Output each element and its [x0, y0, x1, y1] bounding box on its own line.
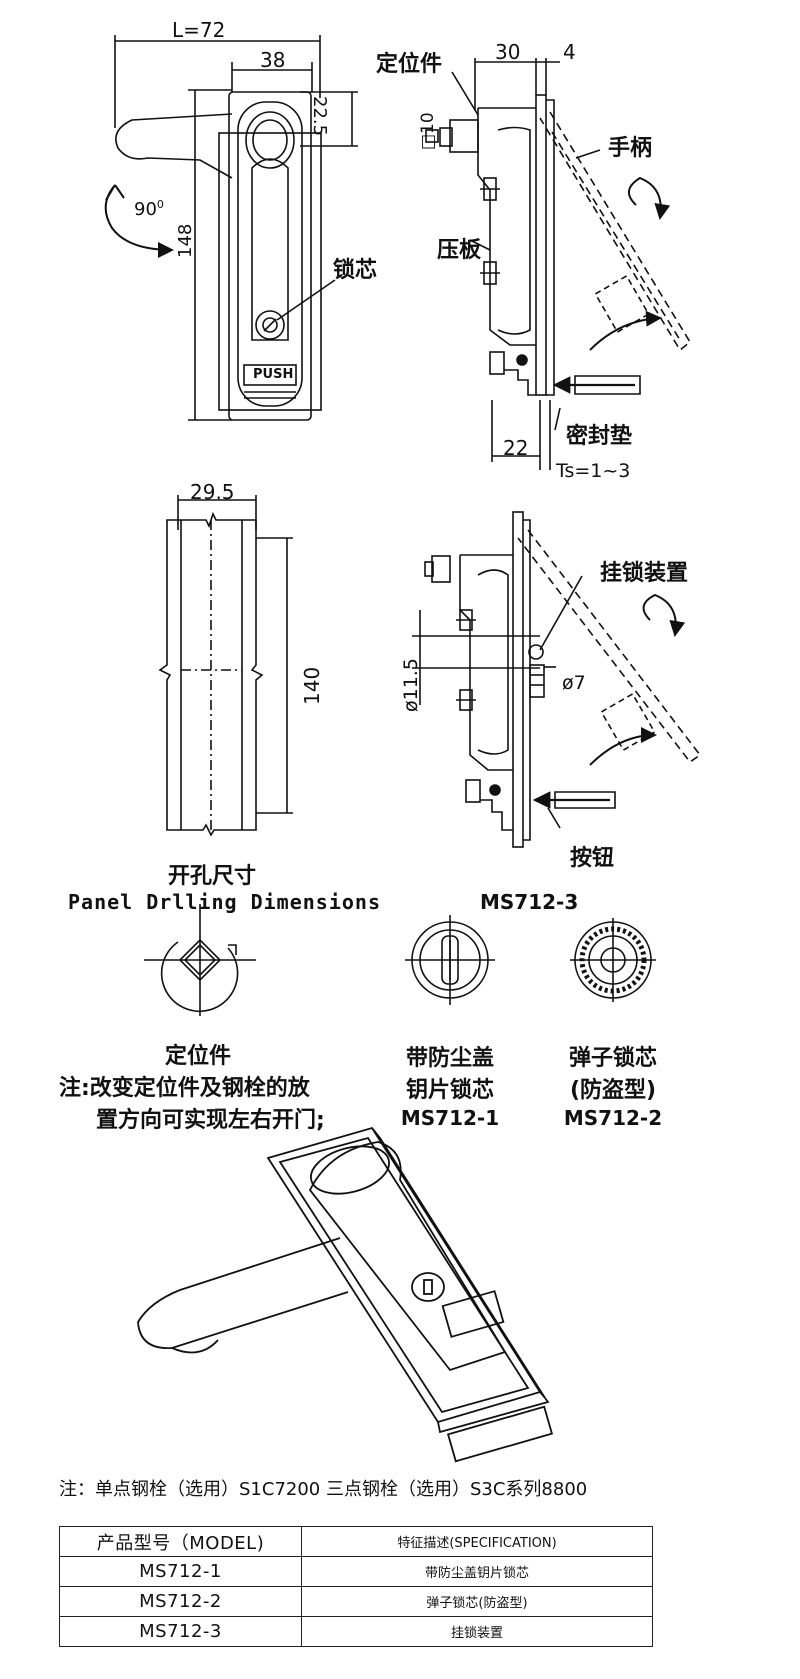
dim-29-5-label: 29.5 — [190, 480, 235, 504]
dim-38-label: 38 — [260, 48, 286, 72]
dim-90-label: 900 — [134, 198, 164, 220]
side-view-drawing — [425, 58, 692, 470]
locator-label: 定位件 — [376, 52, 443, 77]
ms712-2-line1: 弹子锁芯 — [568, 1046, 657, 1071]
bolt-footnote: 注：单点钢栓（选用）S1C7200 三点钢栓（选用）S3C系列8800 — [59, 1479, 588, 1500]
panel-cutout-title-en: Panel Drlling Dimensions — [68, 890, 381, 914]
dim-30-label: 30 — [495, 40, 521, 64]
ms712-3-drawing — [412, 511, 702, 848]
row-model: MS712-1 — [59, 1556, 302, 1587]
panel-cutout-drawing — [158, 495, 293, 837]
dim-7-label: ø7 — [562, 672, 586, 694]
ms712-1-line1: 带防尘盖 — [405, 1046, 494, 1071]
row-specification: 弹子锁芯(防盗型) — [301, 1586, 653, 1617]
product-3d-drawing — [137, 1126, 554, 1463]
table-row: MS712-3 挂锁装置 — [59, 1616, 653, 1647]
dim-10-label: □10 — [418, 112, 438, 150]
ms712-1-lock-icon — [405, 915, 495, 1005]
locator-drawing — [144, 904, 256, 1016]
push-text: PUSH — [253, 367, 294, 382]
locator-note-line2: 置方向可实现左右开门; — [96, 1108, 325, 1133]
dim-148-label: 148 — [175, 223, 196, 258]
row-specification: 挂锁装置 — [301, 1616, 653, 1647]
dim-ts-label: Ts=1~3 — [556, 460, 631, 482]
table-row: MS712-1 带防尘盖钥片锁芯 — [59, 1556, 653, 1587]
front-view-drawing — [104, 35, 358, 421]
table-header-row: 产品型号（MODEL) 特征描述(SPECIFICATION) — [59, 1526, 653, 1557]
ms712-1-model: MS712-1 — [400, 1106, 500, 1130]
ms712-2-model: MS712-2 — [563, 1106, 663, 1130]
panel-cutout-title-cn: 开孔尺寸 — [168, 864, 257, 889]
dim-140-label: 140 — [300, 666, 324, 705]
seal-label: 密封垫 — [566, 424, 633, 449]
dim-22-label: 22 — [503, 436, 529, 460]
dim-11-5-label: ø11.5 — [400, 658, 422, 712]
locator-note-line1: 注:改变定位件及钢栓的放 — [59, 1076, 310, 1101]
press-plate-label: 压板 — [437, 238, 482, 263]
row-model: MS712-2 — [59, 1586, 302, 1617]
table-row: MS712-2 弹子锁芯(防盗型) — [59, 1586, 653, 1617]
padlock-device-label: 挂锁装置 — [600, 561, 689, 586]
button-label: 按钮 — [570, 846, 615, 871]
ms712-2-line2: (防盗型) — [569, 1078, 657, 1103]
row-specification: 带防尘盖钥片锁芯 — [301, 1556, 653, 1587]
spec-table: 产品型号（MODEL) 特征描述(SPECIFICATION) MS712-1 … — [59, 1526, 653, 1647]
row-model: MS712-3 — [59, 1616, 302, 1647]
header-specification: 特征描述(SPECIFICATION) — [301, 1526, 653, 1557]
dim-22-5-label: 22.5 — [309, 96, 330, 137]
header-model: 产品型号（MODEL) — [59, 1526, 302, 1557]
dim-4-label: 4 — [563, 40, 576, 64]
locator-title: 定位件 — [165, 1044, 232, 1069]
dim-L-label: L=72 — [172, 18, 226, 42]
handle-label: 手柄 — [608, 136, 653, 161]
ms712-3-model-label: MS712-3 — [480, 890, 579, 914]
lock-core-label: 锁芯 — [333, 258, 378, 283]
ms712-1-line2: 钥片锁芯 — [405, 1078, 494, 1103]
ms712-2-lock-icon — [570, 918, 656, 1002]
